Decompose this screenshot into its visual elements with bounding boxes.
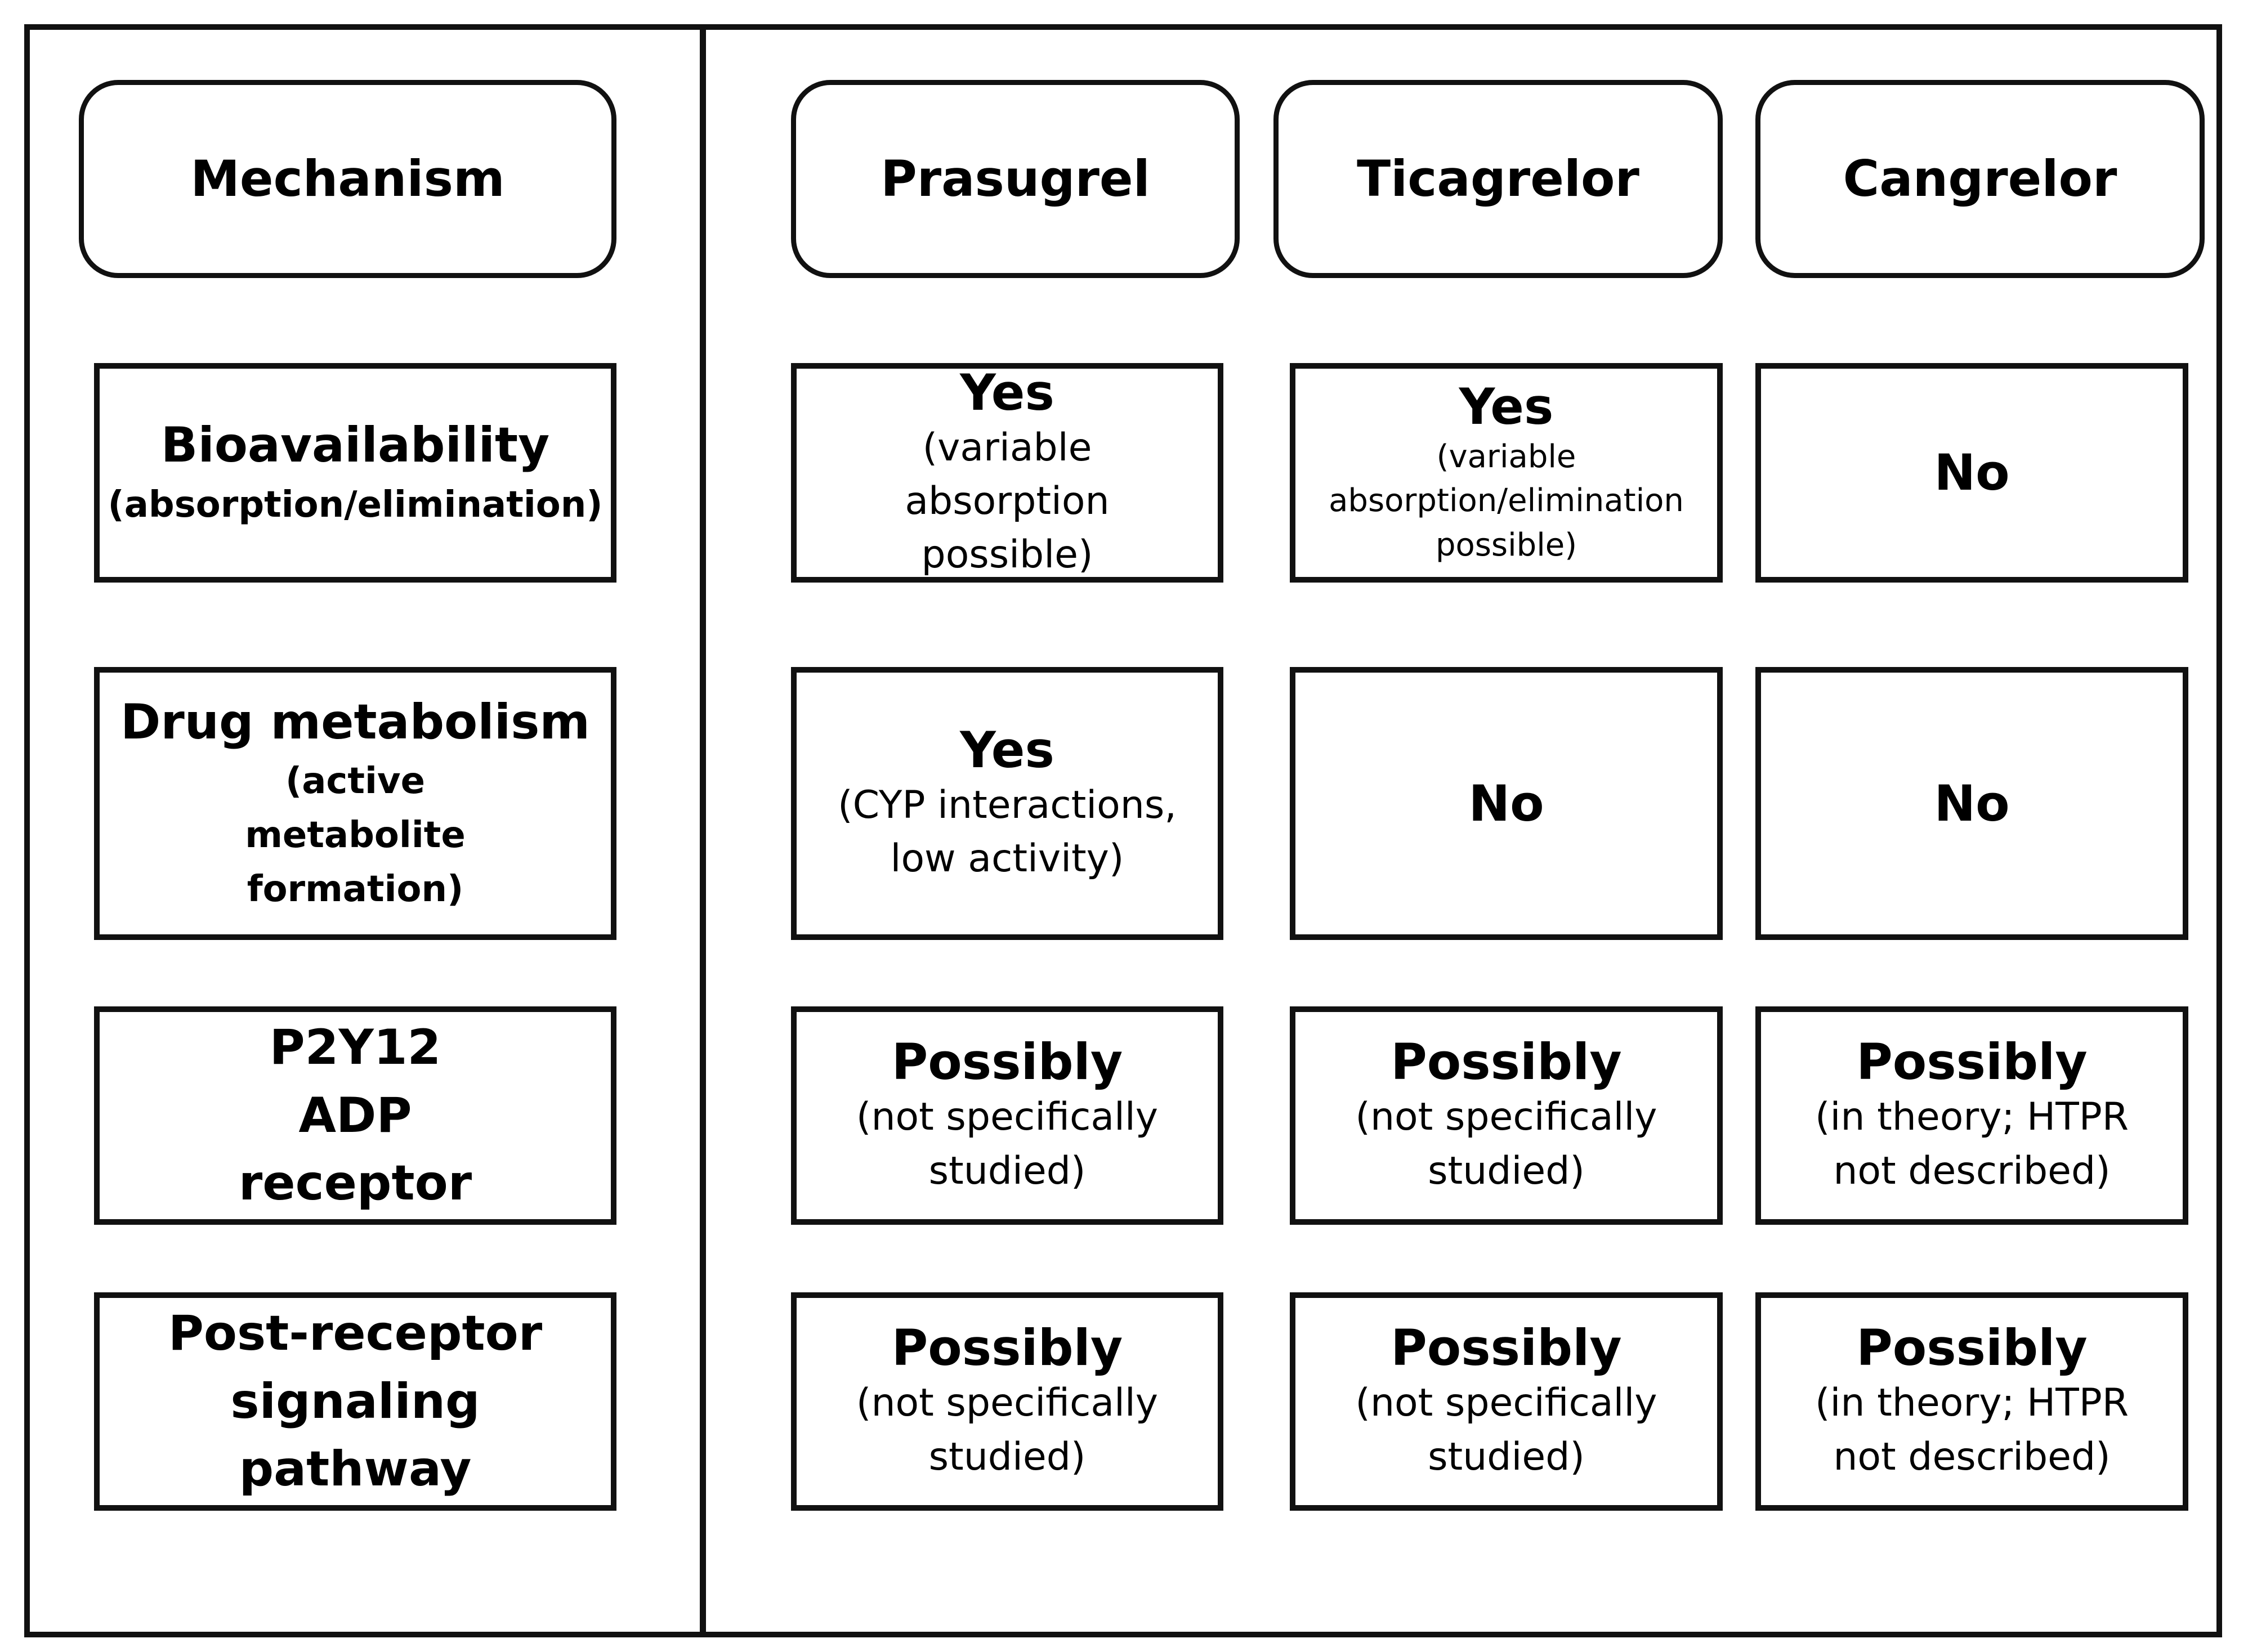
cell-ticagrelor-drug-metabolism: No	[1290, 667, 1723, 940]
cell-prasugrel-bioavailability-note: (variable absorption possible)	[905, 425, 1110, 577]
cell-prasugrel-p2y12-note: (not specifically studied)	[856, 1095, 1159, 1193]
mechanism-drug-metabolism: Drug metabolism (active metabolite forma…	[94, 667, 616, 940]
diagram-frame	[24, 24, 2222, 1637]
mechanism-p2y12-receptor: P2Y12 ADP receptor	[94, 1006, 616, 1225]
cell-prasugrel-bioavailability-value: Yes	[960, 363, 1054, 422]
cell-cangrelor-bioavailability-value: No	[1934, 444, 2010, 502]
cell-ticagrelor-p2y12-note: (not specifically studied)	[1355, 1095, 1657, 1193]
cell-ticagrelor-drug-metabolism-value: No	[1468, 774, 1544, 832]
cell-ticagrelor-p2y12: Possibly (not specifically studied)	[1290, 1006, 1723, 1225]
header-mechanism-label: Mechanism	[190, 149, 505, 208]
header-ticagrelor-label: Ticagrelor	[1357, 149, 1639, 208]
cell-prasugrel-drug-metabolism-value: Yes	[960, 720, 1054, 779]
cell-prasugrel-post-receptor-note: (not specifically studied)	[856, 1381, 1159, 1479]
cell-prasugrel-p2y12: Possibly (not specifically studied)	[791, 1006, 1223, 1225]
header-prasugrel: Prasugrel	[791, 80, 1240, 278]
cell-prasugrel-post-receptor: Possibly (not specifically studied)	[791, 1292, 1223, 1511]
mechanism-bioavailability: Bioavailability (absorption/elimination)	[94, 363, 616, 583]
header-mechanism: Mechanism	[79, 80, 616, 278]
mechanism-bioavailability-title: Bioavailability	[160, 417, 550, 474]
cell-prasugrel-drug-metabolism: Yes (CYP interactions, low activity)	[791, 667, 1223, 940]
cell-prasugrel-p2y12-value: Possibly	[891, 1033, 1123, 1091]
mechanism-bioavailability-subtitle: (absorption/elimination)	[108, 483, 603, 526]
cell-ticagrelor-post-receptor-note: (not specifically studied)	[1355, 1381, 1657, 1479]
cell-ticagrelor-post-receptor: Possibly (not specifically studied)	[1290, 1292, 1723, 1511]
column-divider	[700, 24, 706, 1637]
header-cangrelor-label: Cangrelor	[1843, 149, 2117, 208]
mechanism-drug-metabolism-subtitle: (active metabolite formation)	[245, 760, 466, 911]
cell-cangrelor-drug-metabolism-value: No	[1934, 774, 2010, 832]
cell-ticagrelor-bioavailability-value: Yes	[1459, 377, 1554, 436]
cell-prasugrel-drug-metabolism-note: (CYP interactions, low activity)	[838, 782, 1177, 881]
cell-prasugrel-bioavailability: Yes (variable absorption possible)	[791, 363, 1223, 583]
cell-cangrelor-drug-metabolism: No	[1755, 667, 2188, 940]
cell-ticagrelor-post-receptor-value: Possibly	[1391, 1319, 1622, 1377]
cell-cangrelor-post-receptor: Possibly (in theory; HTPR not described)	[1755, 1292, 2188, 1511]
header-prasugrel-label: Prasugrel	[881, 149, 1150, 208]
header-cangrelor: Cangrelor	[1755, 80, 2205, 278]
cell-cangrelor-post-receptor-value: Possibly	[1856, 1319, 2088, 1377]
header-ticagrelor: Ticagrelor	[1273, 80, 1723, 278]
cell-cangrelor-p2y12: Possibly (in theory; HTPR not described)	[1755, 1006, 2188, 1225]
cell-cangrelor-post-receptor-note: (in theory; HTPR not described)	[1815, 1381, 2129, 1479]
cell-ticagrelor-bioavailability-note: (variable absorption/elimination possibl…	[1329, 438, 1684, 563]
mechanism-p2y12-receptor-title: P2Y12 ADP receptor	[238, 1019, 472, 1212]
cell-ticagrelor-bioavailability: Yes (variable absorption/elimination pos…	[1290, 363, 1723, 583]
mechanism-post-receptor-signaling: Post-receptor signaling pathway	[94, 1292, 616, 1511]
cell-cangrelor-bioavailability: No	[1755, 363, 2188, 583]
cell-ticagrelor-p2y12-value: Possibly	[1391, 1033, 1622, 1091]
cell-prasugrel-post-receptor-value: Possibly	[891, 1319, 1123, 1377]
mechanism-drug-metabolism-title: Drug metabolism	[120, 693, 590, 750]
cell-cangrelor-p2y12-note: (in theory; HTPR not described)	[1815, 1095, 2129, 1193]
cell-cangrelor-p2y12-value: Possibly	[1856, 1033, 2088, 1091]
mechanism-post-receptor-signaling-title: Post-receptor signaling pathway	[168, 1305, 543, 1498]
